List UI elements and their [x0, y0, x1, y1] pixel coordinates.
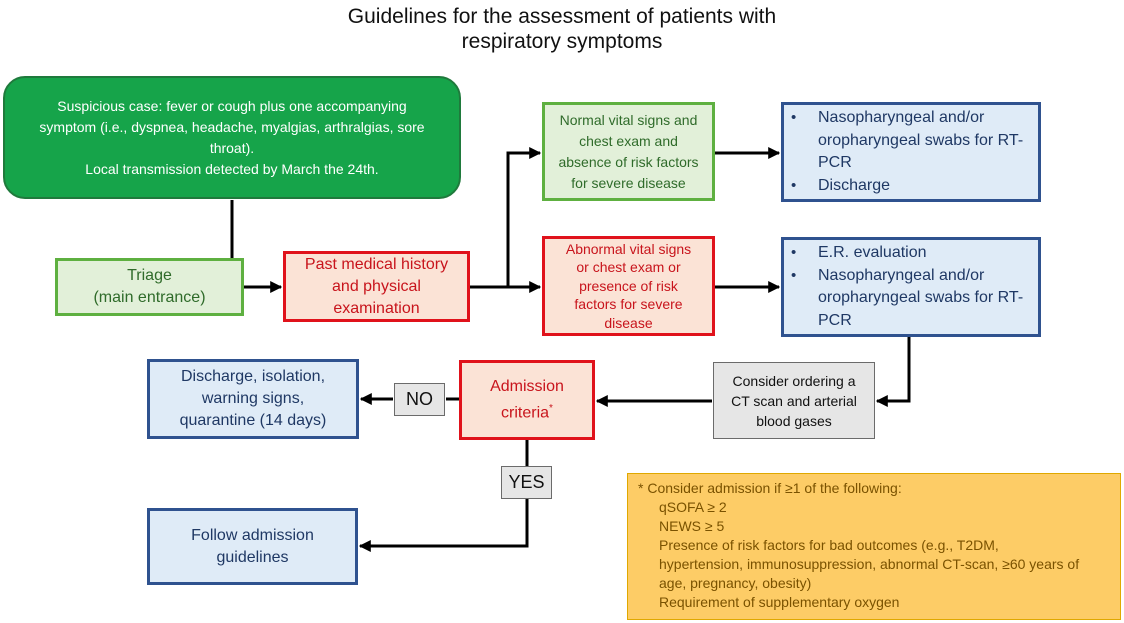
normal-vitals-box: Normal vital signs and chest exam and ab… — [542, 102, 715, 201]
yes-label-text: YES — [508, 472, 545, 492]
follow-line-1: Follow admission — [191, 526, 314, 544]
arrow-er-to-ct — [875, 337, 911, 407]
history-line-3: examination — [333, 299, 420, 317]
admission-footnote: * Consider admission if ≥1 of the follow… — [627, 473, 1121, 620]
ct-line-3: blood gases — [756, 412, 832, 429]
title-line-2: respiratory symptoms — [461, 30, 663, 53]
footnote-item-3: Presence of risk factors for bad outcome… — [659, 537, 999, 553]
no-label: NO — [394, 383, 445, 416]
normal-line-2: chest exam and — [579, 132, 678, 149]
follow-admission-box: Follow admission guidelines — [147, 508, 358, 585]
ct-scan-box: Consider ordering a CT scan and arterial… — [713, 362, 875, 439]
er-evaluation-list: E.R. evaluation Nasopharyngeal and/or or… — [784, 242, 1030, 332]
footnote-item-2: NEWS ≥ 5 — [659, 518, 725, 534]
normal-line-3: absence of risk factors — [558, 153, 699, 170]
diagram-title: Guidelines for the assessment of patient… — [262, 4, 862, 54]
normal-line-4: for severe disease — [571, 174, 686, 191]
footnote-item-5: age, pregnancy, obesity) — [659, 575, 812, 591]
arrow-yes-to-follow — [358, 499, 529, 552]
triage-box: Triage (main entrance) — [55, 258, 244, 316]
abnormal-line-1: Abnormal vital signs — [565, 240, 692, 257]
history-exam-box: Past medical history and physical examin… — [283, 251, 470, 322]
admission-criteria-box: Admission criteria* — [459, 360, 595, 440]
title-line-1: Guidelines for the assessment of patient… — [347, 5, 777, 28]
er-evaluation-item-2: Nasopharyngeal and/or oropharyngeal swab… — [784, 265, 1030, 333]
triage-line-2: (main entrance) — [93, 289, 206, 306]
arrow-history-to-normal — [470, 147, 542, 289]
footnote-item-6: Requirement of supplementary oxygen — [659, 594, 900, 610]
footnote-item-4: hypertension, immunosuppression, abnorma… — [659, 556, 1080, 572]
abnormal-vitals-box: Abnormal vital signs or chest exam or pr… — [542, 236, 715, 336]
triage-line-1: Triage — [127, 267, 172, 284]
discharge-line-2: warning signs, — [201, 390, 305, 407]
swab-discharge-item-2: Discharge — [784, 175, 1030, 198]
abnormal-line-3: presence of risk — [579, 277, 678, 294]
suspicious-case-box: Suspicious case: fever or cough plus one… — [3, 76, 461, 199]
follow-line-2: guidelines — [216, 548, 289, 566]
suspicious-line-1: Suspicious case: fever or cough plus one… — [57, 97, 407, 114]
suspicious-line-4: Local transmission detected by March the… — [85, 160, 379, 177]
abnormal-line-4: factors for severe — [574, 296, 683, 313]
history-line-1: Past medical history — [304, 255, 449, 273]
suspicious-line-2: symptom (i.e., dyspnea, headache, myalgi… — [39, 118, 425, 135]
swab-discharge-box: Nasopharyngeal and/or oropharyngeal swab… — [781, 102, 1041, 202]
suspicious-line-3: throat). — [209, 139, 255, 156]
normal-line-1: Normal vital signs and — [559, 111, 698, 128]
abnormal-line-5: disease — [604, 314, 653, 331]
swab-discharge-list: Nasopharyngeal and/or oropharyngeal swab… — [784, 107, 1030, 197]
footnote-header: * Consider admission if ≥1 of the follow… — [638, 480, 902, 496]
discharge-line-1: Discharge, isolation, — [180, 368, 326, 385]
er-evaluation-item-1: E.R. evaluation — [784, 242, 1030, 265]
discharge-isolation-box: Discharge, isolation, warning signs, qua… — [147, 359, 359, 439]
admission-line-1: Admission — [490, 377, 564, 395]
abnormal-line-2: or chest exam or — [576, 259, 681, 276]
swab-discharge-item-1: Nasopharyngeal and/or oropharyngeal swab… — [784, 107, 1030, 175]
discharge-line-3: quarantine (14 days) — [179, 412, 327, 429]
admission-criteria-text: criteria — [501, 404, 550, 422]
admission-asterisk: * — [549, 402, 553, 414]
er-evaluation-box: E.R. evaluation Nasopharyngeal and/or or… — [781, 237, 1041, 337]
footnote-item-1: qSOFA ≥ 2 — [659, 499, 727, 515]
yes-label: YES — [501, 466, 552, 499]
ct-line-1: Consider ordering a — [732, 372, 856, 389]
admission-line-2: criteria* — [501, 398, 553, 424]
no-label-text: NO — [406, 389, 433, 409]
ct-line-2: CT scan and arterial — [731, 392, 857, 409]
history-line-2: and physical — [332, 277, 421, 295]
